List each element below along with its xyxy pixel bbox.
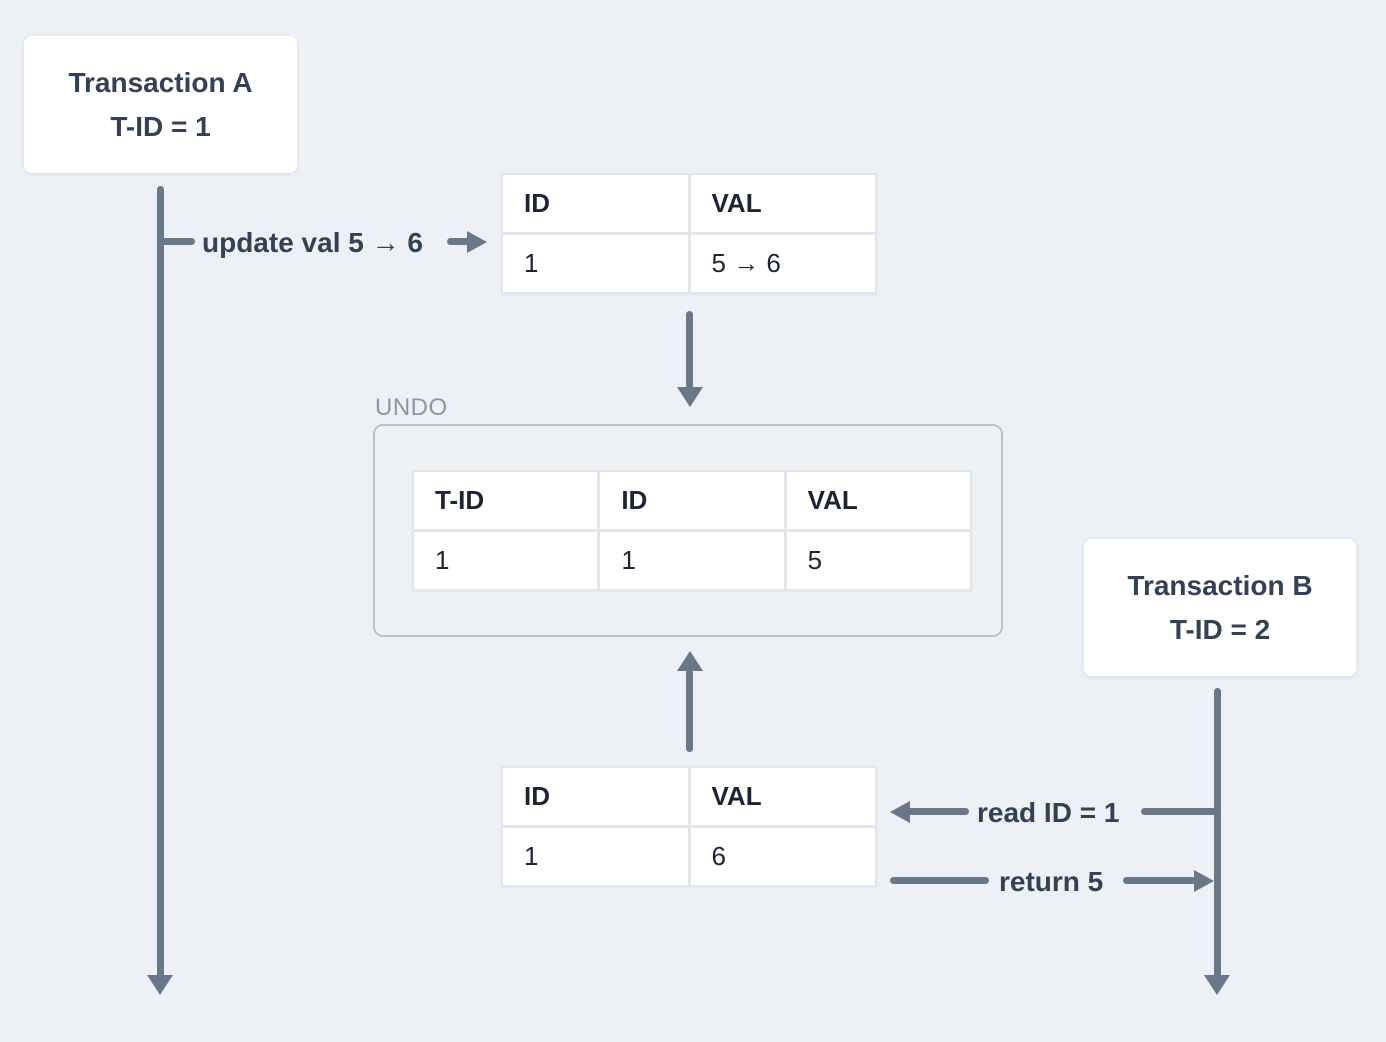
return-connector-line: [890, 877, 989, 884]
undo-cell-tid: 1: [414, 532, 598, 589]
transaction-b-title: Transaction B: [1127, 569, 1313, 601]
read-arrow-shaft: [908, 808, 969, 815]
read-connector-line: [1141, 808, 1218, 815]
timeline-a-line: [157, 186, 164, 978]
timeline-b-line: [1214, 688, 1221, 978]
transaction-a-box: Transaction A T-ID = 1: [24, 36, 297, 173]
record-table-before: ID VAL 1 5 → 6: [501, 173, 877, 294]
current-header-id: ID: [503, 768, 688, 825]
update-action-label: update val 5 → 6: [202, 227, 423, 258]
undo-log-table: T-ID ID VAL 1 1 5: [412, 470, 972, 591]
undo-header-tid: T-ID: [414, 472, 598, 529]
before-cell-id: 1: [503, 235, 688, 292]
update-arrow-shaft: [447, 238, 471, 245]
return-arrow-head-icon: [1194, 870, 1214, 892]
before-cell-val: 5 → 6: [690, 235, 875, 292]
transaction-a-tid: T-ID = 1: [110, 110, 211, 142]
undo-header-val: VAL: [786, 472, 970, 529]
transaction-b-tid: T-ID = 2: [1169, 613, 1271, 645]
undo-header-id: ID: [600, 472, 784, 529]
transaction-b-box: Transaction B T-ID = 2: [1084, 539, 1356, 676]
current-cell-id: 1: [503, 828, 688, 885]
return-action-label: return 5: [999, 866, 1104, 897]
transaction-a-title: Transaction A: [68, 66, 253, 98]
return-arrow-shaft: [1123, 877, 1196, 884]
from-current-arrow-shaft: [686, 669, 693, 752]
timeline-a-arrowhead-icon: [147, 975, 173, 995]
undo-cell-val: 5: [786, 532, 970, 589]
to-undo-arrow-shaft: [686, 311, 693, 389]
current-cell-val: 6: [690, 828, 875, 885]
read-action-label: read ID = 1: [977, 797, 1120, 828]
before-header-val: VAL: [690, 175, 875, 232]
to-undo-arrow-head-icon: [677, 387, 703, 407]
record-table-current: ID VAL 1 6: [501, 766, 877, 887]
timeline-b-arrowhead-icon: [1204, 975, 1230, 995]
undo-cell-id: 1: [600, 532, 784, 589]
read-arrow-head-icon: [890, 801, 910, 823]
timeline-a-update-tick: [161, 238, 195, 245]
update-arrow-head-icon: [467, 231, 487, 253]
before-header-id: ID: [503, 175, 688, 232]
current-header-val: VAL: [690, 768, 875, 825]
undo-caption: UNDO: [375, 394, 448, 421]
from-current-arrow-head-icon: [677, 651, 703, 671]
